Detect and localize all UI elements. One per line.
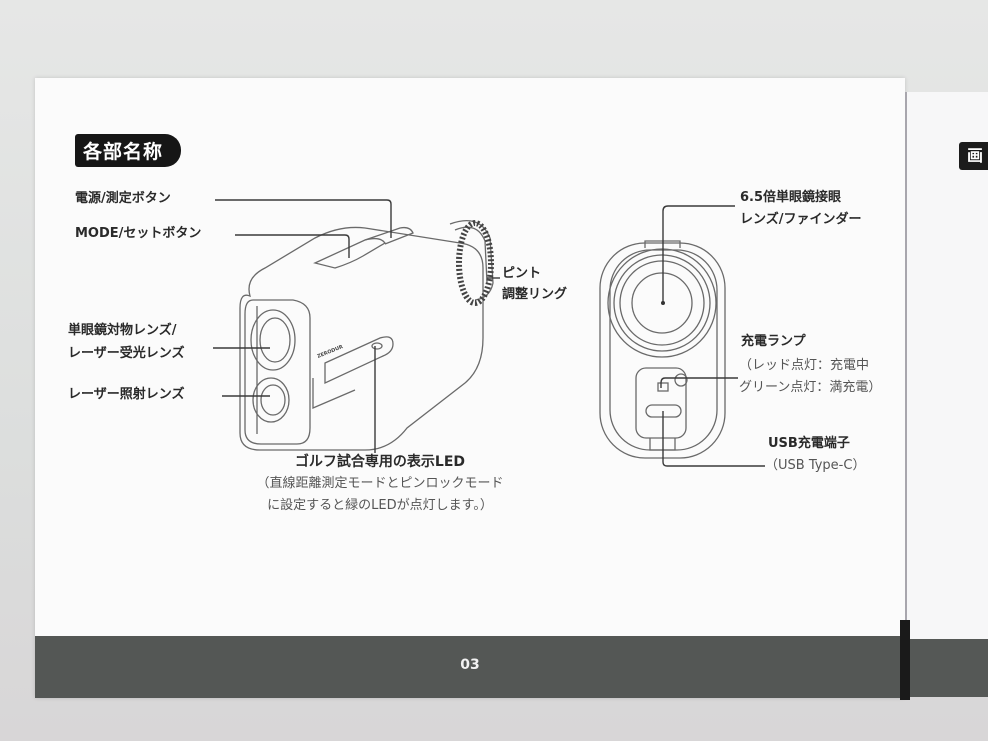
label-focus-ring-2: 調整リング bbox=[502, 287, 568, 302]
page-footer: 03 bbox=[35, 636, 905, 698]
label-objective-lens-1: 単眼鏡対物レンズ/ bbox=[68, 323, 177, 338]
label-eyepiece-2: レンズ/ファインダー bbox=[740, 212, 862, 227]
rangefinder-rear-view bbox=[599, 240, 726, 459]
rangefinder-side-view bbox=[239, 220, 494, 451]
manual-page: 各部名称 bbox=[35, 78, 905, 698]
next-page-footer bbox=[907, 639, 988, 697]
label-power-button: 電源/測定ボタン bbox=[75, 191, 171, 206]
device-brand-mark: ZERODUR bbox=[317, 344, 345, 360]
label-golf-led-note-1: （直線距離測定モードとピンロックモード bbox=[256, 476, 504, 491]
next-page-heading: 画 bbox=[959, 142, 988, 170]
label-charge-lamp-1: （レッド点灯：充電中 bbox=[739, 358, 870, 373]
label-charge-lamp-title: 充電ランプ bbox=[741, 334, 806, 349]
label-objective-lens-2: レーザー受光レンズ bbox=[68, 346, 185, 361]
label-usb-port-title: USB充電端子 bbox=[768, 436, 850, 451]
spine-shadow bbox=[900, 620, 910, 700]
section-title: 各部名称 bbox=[75, 134, 182, 167]
label-golf-led-note-2: に設定すると緑のLEDが点灯します。） bbox=[267, 498, 493, 513]
label-eyepiece-1: 6.5倍単眼鏡接眼 bbox=[740, 190, 842, 205]
rangefinder-diagram: ZERODUR bbox=[213, 199, 765, 467]
next-page-edge: 画 bbox=[905, 92, 988, 697]
label-laser-lens: レーザー照射レンズ bbox=[68, 387, 185, 402]
leader-lines bbox=[213, 199, 765, 467]
label-usb-port-note: （USB Type-C） bbox=[765, 458, 866, 473]
label-mode-button: MODE/セットボタン bbox=[75, 226, 202, 241]
label-golf-led-title: ゴルフ試合専用の表示LED bbox=[294, 454, 466, 470]
page-number: 03 bbox=[460, 657, 480, 673]
label-charge-lamp-2: グリーン点灯：満充電） bbox=[739, 380, 882, 395]
label-focus-ring-1: ピント bbox=[502, 266, 542, 281]
